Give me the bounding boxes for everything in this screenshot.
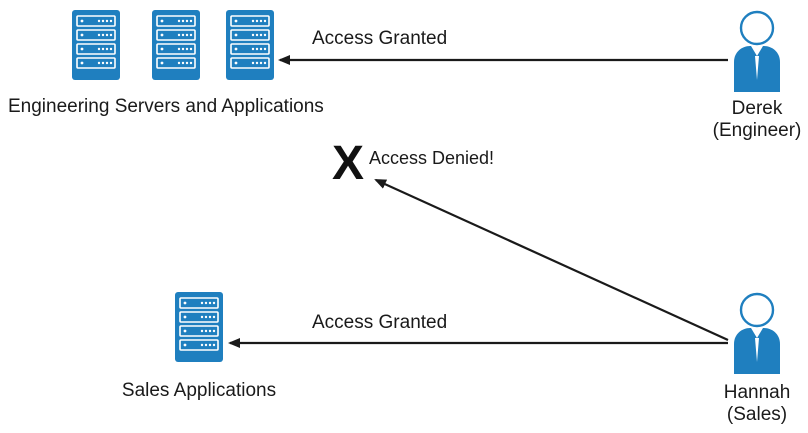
server-rack-icon <box>72 10 120 80</box>
sales-servers-group <box>175 292 223 362</box>
user-role-derek: (Engineer) <box>712 119 802 141</box>
arrow-label-hannah-sales-granted: Access Granted <box>312 312 448 333</box>
user-label-derek: Derek (Engineer) <box>713 98 802 142</box>
server-rack-icon <box>226 10 274 80</box>
user-name-hannah: Hannah <box>723 382 791 403</box>
access-denied-x-icon: X <box>332 137 365 190</box>
server-rack-icon <box>175 292 223 362</box>
user-icon-derek <box>732 10 782 92</box>
arrow-hannah-to-engineering <box>374 178 729 342</box>
user-role-hannah: (Sales) <box>726 403 788 425</box>
arrow-label-hannah-denied: Access Denied! <box>369 148 495 168</box>
user-icon-hannah <box>732 292 782 374</box>
sales-group-label: Sales Applications <box>121 380 277 401</box>
user-label-hannah: Hannah (Sales) <box>724 382 791 426</box>
server-rack-icon <box>152 10 200 80</box>
engineering-servers-group <box>72 10 274 80</box>
engineering-group-label: Engineering Servers and Applications <box>8 96 324 117</box>
arrow-label-derek-granted: Access Granted <box>312 28 448 49</box>
user-name-derek: Derek <box>731 98 783 119</box>
